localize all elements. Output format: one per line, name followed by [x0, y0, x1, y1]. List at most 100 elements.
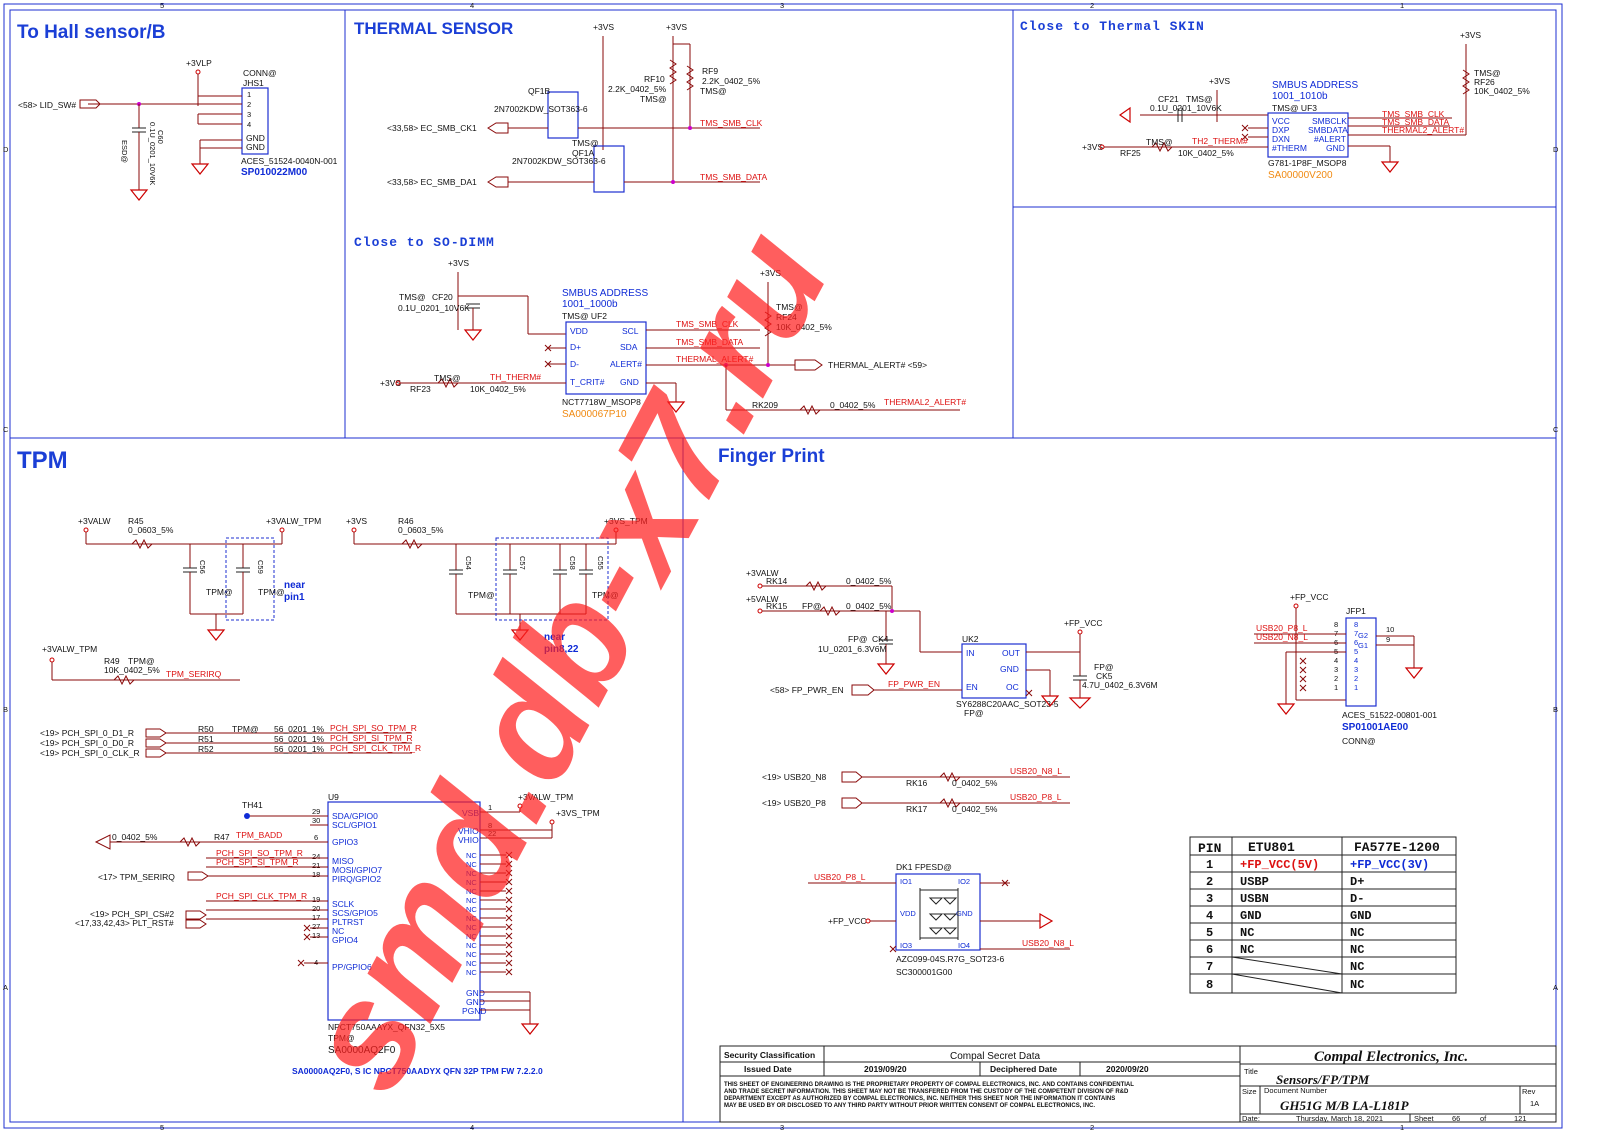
svg-text:24: 24: [312, 852, 320, 861]
ref-label: RK15: [766, 601, 788, 611]
part-label: NPCT750AAAYX_QFN32_5X5: [328, 1022, 445, 1032]
ref-label: R50: [198, 724, 214, 734]
net-port: <19> PCH_SPI_0_D0_R: [40, 738, 134, 748]
table-cell: NC: [1350, 960, 1364, 974]
value-label: 0_0402_5%: [952, 778, 998, 788]
note-label: near: [544, 632, 565, 643]
outer-frame: [3, 3, 1563, 1129]
table-cell: NC: [1350, 943, 1364, 957]
net-label: USB20_N8_L: [1022, 938, 1074, 948]
net-label: +5VALW: [746, 594, 779, 604]
pin-label: DXN: [1272, 134, 1290, 144]
col-label: 4: [470, 1123, 474, 1132]
pin-label: GND: [246, 133, 265, 143]
tag-label: CONN@: [1342, 736, 1376, 746]
net-label: TMS_SMB_DATA: [676, 337, 744, 347]
jfp1-connector: [1345, 617, 1377, 707]
table-cell: NC: [1350, 926, 1364, 940]
net-label: +3VS: [346, 516, 367, 526]
svg-text:TPM@: TPM@: [232, 724, 259, 734]
pin-label: VCC: [1272, 116, 1290, 126]
net-label: USB20_N8_L: [1256, 632, 1308, 642]
ref-label: C55: [596, 556, 605, 570]
tag-label: TMS@: [700, 86, 727, 96]
ref-label: U9: [328, 792, 339, 802]
svg-text:1: 1: [247, 90, 251, 99]
svg-text:GND: GND: [956, 909, 973, 918]
uf2-ic: [565, 321, 647, 395]
net-label: +3VALW: [746, 568, 779, 578]
net-port: <19> PCH_SPI_0_D1_R: [40, 728, 134, 738]
svg-text:IO4: IO4: [958, 941, 970, 950]
note-label: pin1: [284, 592, 305, 603]
net-label: +3VLP: [186, 58, 212, 68]
ref-label: R49: [104, 656, 120, 666]
near-pin8-box: [495, 537, 609, 621]
svg-text:1: 1: [1334, 683, 1338, 692]
tag-label: ESD@: [120, 140, 129, 163]
net-label: PCH_SPI_CLK_TPM_R: [330, 743, 421, 753]
net-label: +3VS: [1209, 76, 1230, 86]
ref-label: RK16: [906, 778, 928, 788]
part-number: SP01001AE00: [1342, 722, 1409, 733]
svg-text:8: 8: [488, 821, 492, 830]
value-label: 2.2K_0402_5%: [702, 76, 761, 86]
pin-label: D-: [570, 359, 579, 369]
part-label: NCT7718W_MSOP8: [562, 397, 641, 407]
addr-value: 1001_1010b: [1272, 91, 1328, 102]
pin-label: MISO: [332, 856, 354, 866]
svg-text:10: 10: [1386, 625, 1394, 634]
svg-text:NC: NC: [466, 905, 477, 914]
net-label: +3VS: [593, 22, 614, 32]
doc-number: GH51G M/B LA-L181P: [1280, 1098, 1410, 1113]
net-label: +3VALW_TPM: [518, 792, 573, 802]
tb-value: 2020/09/20: [1106, 1064, 1149, 1074]
tb-label: Deciphered Date: [990, 1064, 1057, 1074]
section-title-skin: Close to Thermal SKIN: [1020, 19, 1205, 34]
value-label: 0_0402_5%: [846, 576, 892, 586]
svg-text:3: 3: [1334, 665, 1338, 674]
row-label: B: [3, 705, 8, 714]
note-label: near: [284, 580, 305, 591]
table-cell: 1: [1206, 858, 1213, 872]
table-cell: +FP_VCC(5V): [1240, 858, 1319, 872]
tag-label: TPM@: [328, 1033, 355, 1043]
net-label: TMS_SMB_DATA: [700, 172, 768, 182]
pin-label: PIRQ/GPIO2: [332, 874, 381, 884]
tag-label: TMS@: [640, 94, 667, 104]
tb-label: Date:: [1242, 1114, 1260, 1123]
net-port: <19> USB20_N8: [762, 772, 827, 782]
svg-text:NC: NC: [466, 932, 477, 941]
value-label: 1U_0201_6.3V6M: [818, 644, 887, 654]
ref-label: JHS1: [243, 78, 264, 88]
svg-text:22: 22: [488, 829, 496, 838]
table-cell: NC: [1240, 926, 1254, 940]
row-label: D: [3, 145, 9, 154]
table-cell: D+: [1350, 875, 1364, 889]
net-port: <58> LID_SW#: [18, 100, 76, 110]
table-cell: NC: [1240, 943, 1254, 957]
tb-label: Sheet: [1414, 1114, 1435, 1123]
net-label: USB20_P8_L: [1010, 792, 1062, 802]
svg-text:17: 17: [312, 913, 320, 922]
ref-label: RF25: [1120, 148, 1141, 158]
net-label: +3VS: [1460, 30, 1481, 40]
part-number: SC300001G00: [896, 967, 953, 977]
net-port: <58> FP_PWR_EN: [770, 685, 844, 695]
part-label: 2N7002KDW_SOT363-6: [494, 104, 588, 114]
svg-text:4: 4: [247, 120, 251, 129]
table-cell: GND: [1350, 909, 1372, 923]
net-label: +FP_VCC: [1290, 592, 1329, 602]
net-label: +3VS_TPM: [556, 808, 600, 818]
pin-label: SCLK: [332, 899, 355, 909]
pin-label: SCL/GPIO1: [332, 820, 377, 830]
part-label: G781-1P8F_MSOP8: [1268, 158, 1347, 168]
pin-label: GND: [466, 988, 485, 998]
ref-label: RK209: [752, 400, 778, 410]
row-label: C: [1553, 425, 1559, 434]
ref-label: CK4: [872, 634, 889, 644]
pin-label: VHIO: [458, 835, 479, 845]
svg-text:NC: NC: [466, 887, 477, 896]
svg-text:NC: NC: [466, 896, 477, 905]
ref-label: RK17: [906, 804, 928, 814]
